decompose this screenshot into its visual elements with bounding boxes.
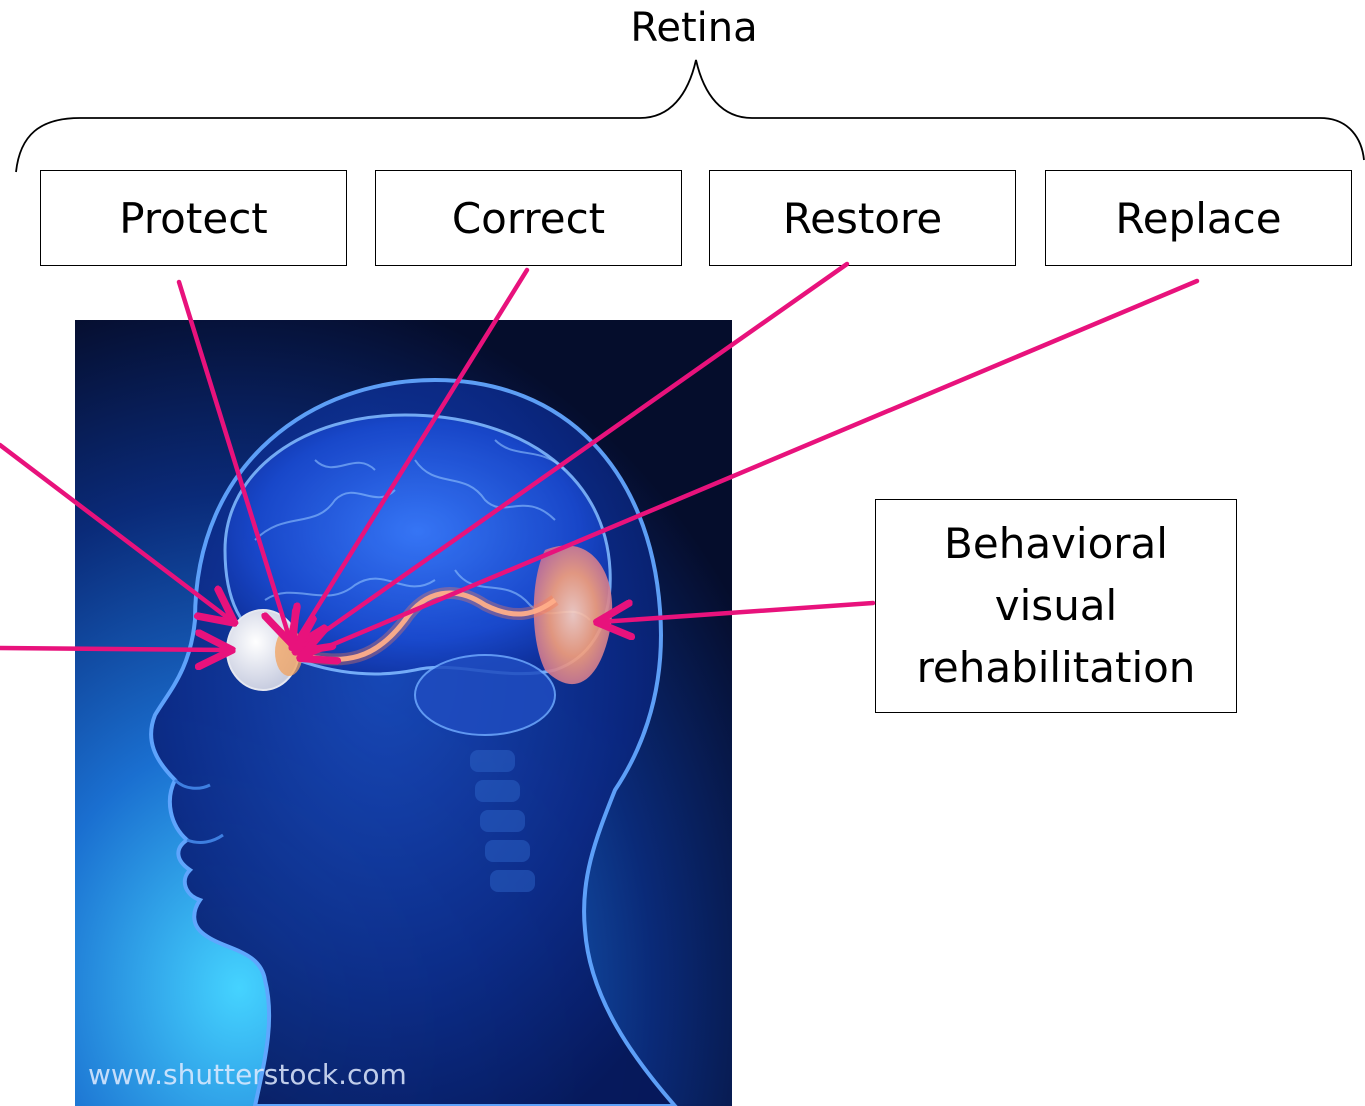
protect-box: Protect [40,170,347,266]
retina-title: Retina [594,4,794,52]
correct-label: Correct [452,187,605,250]
protect-label: Protect [119,187,268,250]
head-brain-svg [75,320,732,1106]
behavioral-label-line-2: visual [995,575,1117,637]
correct-box: Correct [375,170,682,266]
behavioral-rehabilitation-box: Behavioral visual rehabilitation [875,499,1237,713]
replace-box: Replace [1045,170,1352,266]
head-brain-illustration [75,320,732,1106]
retina-brace [16,60,1364,172]
image-watermark: www.shutterstock.com [88,1058,407,1091]
behavioral-label-line-3: rehabilitation [917,637,1196,699]
behavioral-label-line-1: Behavioral [944,513,1168,575]
replace-label: Replace [1115,187,1281,250]
restore-label: Restore [783,187,942,250]
restore-box: Restore [709,170,1016,266]
